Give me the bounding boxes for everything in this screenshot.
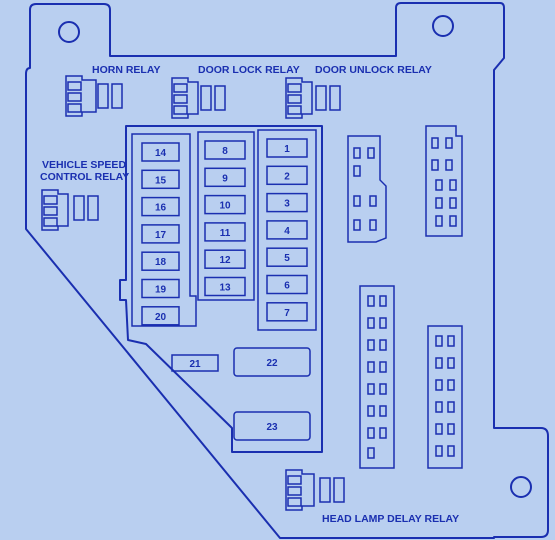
mount-hole-top-left — [58, 21, 80, 43]
fuse-19-label: 19 — [155, 285, 167, 296]
fuse-column-mid: 8 9 10 11 12 13 — [204, 140, 246, 297]
fuse-slot-6 — [266, 274, 308, 295]
horn-relay: HORN RELAY — [65, 64, 160, 117]
door-unlock-relay-label: DOOR UNLOCK RELAY — [315, 64, 432, 76]
connector-lower-right — [427, 325, 463, 469]
fuse-2-label: 2 — [284, 171, 290, 182]
fuse-slot-1 — [266, 138, 308, 158]
fuse-15-label: 15 — [155, 175, 167, 186]
fuse-slot-9 — [204, 167, 246, 188]
fuse-column-left: 14 15 16 17 18 19 20 — [141, 142, 180, 326]
fuse-6-label: 6 — [284, 281, 290, 292]
connector-upper-left — [347, 135, 387, 243]
fuse-20-label: 20 — [155, 312, 167, 323]
fuse-21: 21 — [171, 354, 219, 372]
fuse-slot-18 — [141, 251, 180, 271]
fuse-slot-14 — [141, 142, 180, 162]
fuse-slot-3 — [266, 192, 308, 213]
vehicle-speed-control-relay: VEHICLE SPEED CONTROL RELAY — [40, 159, 129, 231]
horn-relay-label: HORN RELAY — [92, 64, 160, 76]
fuse-23: 23 — [233, 411, 311, 441]
fuse-17-label: 17 — [155, 230, 167, 241]
fuse-12-label: 12 — [219, 255, 231, 266]
fuse-column-left-frame — [131, 133, 197, 327]
fuse-9-label: 9 — [222, 173, 228, 184]
fuse-18-label: 18 — [155, 257, 167, 268]
fuse-column-right-frame — [257, 129, 317, 331]
fuse-slot-17 — [141, 224, 180, 244]
fuse-block-frame — [119, 125, 323, 453]
door-unlock-relay: DOOR UNLOCK RELAY — [285, 64, 432, 119]
door-lock-relay-label: DOOR LOCK RELAY — [198, 64, 300, 76]
fuse-slot-15 — [141, 169, 180, 190]
fuse-slot-5 — [266, 247, 308, 267]
fuse-21-label: 21 — [189, 359, 201, 370]
fuse-8-label: 8 — [222, 146, 228, 157]
fuse-slot-4 — [266, 220, 308, 240]
fuse-column-right: 1 2 3 4 5 6 7 — [266, 138, 308, 322]
fuse-13-label: 13 — [219, 283, 231, 294]
fuse-11-label: 11 — [220, 228, 231, 239]
fuse-10-label: 10 — [219, 201, 231, 212]
vehicle-speed-label-line1: VEHICLE SPEED — [42, 159, 126, 171]
fuse-1-label: 1 — [284, 144, 290, 155]
head-lamp-delay-relay-label: HEAD LAMP DELAY RELAY — [322, 513, 459, 525]
fuse-23-label: 23 — [266, 422, 278, 433]
fuse-7-label: 7 — [284, 308, 290, 319]
fuse-4-label: 4 — [284, 226, 290, 237]
fuse-3-label: 3 — [284, 199, 290, 210]
mount-hole-bottom-right — [510, 476, 532, 498]
mount-hole-top-right — [432, 15, 454, 37]
fuse-16-label: 16 — [155, 203, 167, 214]
fuse-slot-13 — [204, 276, 246, 297]
fuse-box-outline — [25, 2, 549, 539]
fuse-slot-2 — [266, 165, 308, 186]
connector-lower-left — [359, 285, 395, 469]
head-lamp-delay-relay: HEAD LAMP DELAY RELAY — [285, 469, 459, 525]
fuse-22-label: 22 — [266, 358, 278, 369]
connector-upper-right — [425, 125, 463, 237]
fuse-slot-11 — [204, 222, 246, 242]
fuse-5-label: 5 — [284, 253, 290, 264]
door-lock-relay: DOOR LOCK RELAY — [171, 64, 300, 119]
vehicle-speed-label-line2: CONTROL RELAY — [40, 171, 129, 183]
fuse-slot-20 — [141, 306, 180, 326]
fuse-slot-19 — [141, 278, 180, 299]
fuse-slot-16 — [141, 196, 180, 217]
fuse-slot-8 — [204, 140, 246, 160]
fuse-22: 22 — [233, 347, 311, 377]
fuse-slot-12 — [204, 249, 246, 269]
fuse-slot-10 — [204, 194, 246, 215]
fuse-slot-7 — [266, 302, 308, 322]
fuse-column-mid-frame — [197, 131, 255, 301]
fuse-14-label: 14 — [155, 148, 167, 159]
